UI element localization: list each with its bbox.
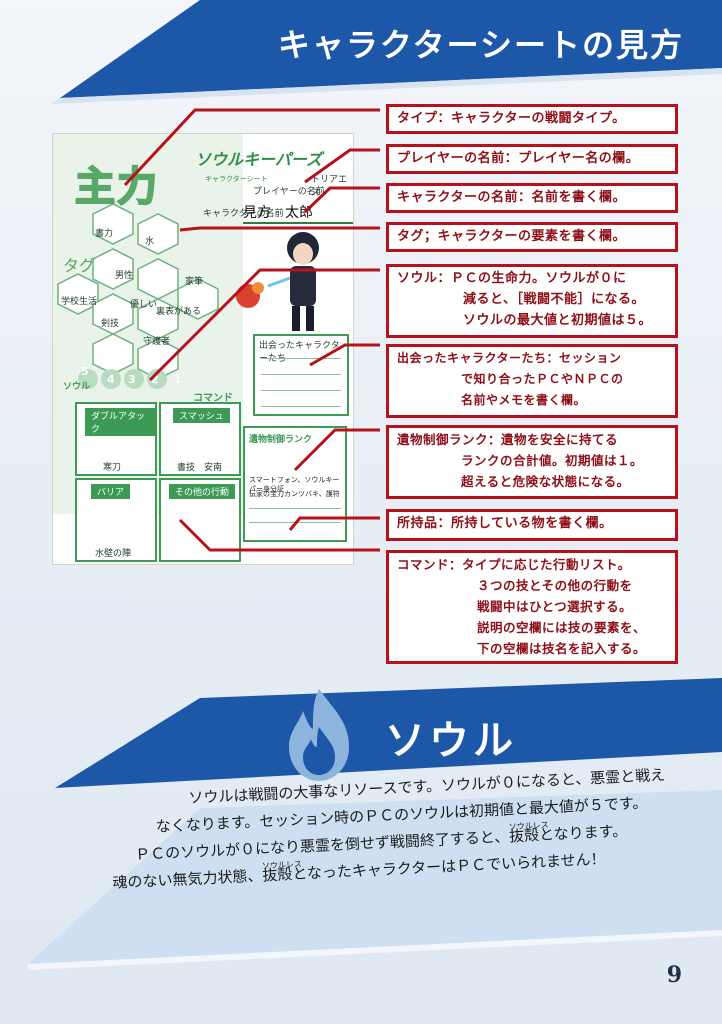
soul-value-4: 4 [107, 373, 115, 386]
soul-label: ソウル [63, 382, 91, 392]
sheet-type-label: 主力 [74, 163, 159, 211]
player-name-label: プレイヤーの名前 [253, 187, 325, 197]
soul-line-4-text: 魂のない無気力状態、 [112, 866, 263, 892]
tag-label: タグ [63, 256, 96, 275]
callout-relic-line-2: ランクの合計値。初期値は１。 [461, 453, 644, 468]
page-number: 9 [666, 962, 682, 988]
callout-encountered-line-3: 名前やメモを書く欄。 [461, 393, 587, 407]
title-banner-shape [50, 0, 722, 104]
tag-6: 剣技 [101, 319, 120, 329]
item-line [249, 508, 341, 509]
callout-soul: ソウル：ＰＣの生命力。ソウルが０に 減ると、［戦闘不能］になる。 ソウルの最大値… [386, 264, 678, 338]
character-sheet-image: 主力 ソウルキーパーズ キャラクターシート プレイヤーの名前 トリアエズ キャラ… [52, 133, 354, 565]
character-name-field: 見方 太郎 [243, 202, 353, 224]
soul-value-5: 5 [81, 365, 89, 378]
skill-box-3: バリア 水壁の陣 [75, 478, 157, 562]
callout-soul-line-2: 減ると、［戦闘不能］になる。 [463, 292, 645, 307]
callout-player-name: プレイヤーの名前：プレイヤー名の欄。 [386, 144, 678, 174]
callout-tag: タグ；キャラクターの要素を書く欄。 [386, 222, 678, 252]
callout-command-line-2: ３つの技とその他の行動を [477, 578, 633, 593]
skill-box-2: スマッシュ 書技 安南 [159, 402, 241, 476]
character-illustration [236, 232, 319, 331]
callout-soul-line-3: ソウルの最大値と初期値は５。 [463, 313, 653, 328]
callout-items: 所持品：所持している物を書く欄。 [386, 509, 678, 541]
soul-banner [0, 670, 722, 800]
callout-soul-line-1: ソウル：ＰＣの生命力。ソウルが０に [397, 271, 627, 286]
soulless-ruby: ソウルレス [508, 820, 549, 832]
soul-value-1: 1 [174, 373, 182, 386]
skill-tag-1: 寒刀 [103, 463, 122, 473]
item-line-1: スマートフォン、ソウルキーパー身分証 [249, 476, 340, 493]
soul-value-3: 3 [128, 373, 136, 386]
encountered-line [261, 406, 341, 407]
soul-section-title: ソウル [385, 718, 517, 764]
callout-encountered: 出会ったキャラクターたち：セッション で知り合ったＰＣやＮＰＣの 名前やメモを書… [386, 344, 678, 418]
soul-line-3-end: となります。 [538, 821, 628, 845]
callout-encountered-line-2: で知り合ったＰＣやＮＰＣの [461, 372, 624, 386]
sheet-logo: ソウルキーパーズ [195, 150, 323, 169]
character-name-label: キャラクターの名前 [203, 209, 284, 219]
tag-1: 書力 [95, 229, 114, 239]
callout-type: タイプ：キャラクターの戦闘タイプ。 [386, 104, 678, 134]
title-banner [0, 0, 722, 110]
tag-9: 家筆 [185, 277, 204, 287]
callout-relic-line-3: 超えると危険な状態になる。 [461, 474, 630, 489]
soul-text-panel [28, 790, 722, 970]
callout-relic: 遺物制御ランク：遺物を安全に持てる ランクの合計値。初期値は１。 超えると危険な… [386, 425, 678, 499]
callout-command-line-4: 説明の空欄には技の要素を、 [477, 620, 647, 635]
page-title: キャラクターシートの見方 [277, 26, 684, 64]
soul-banner-shape [55, 678, 722, 788]
tag-3: 男性 [115, 271, 134, 281]
skill-name-1: ダブルアタック [85, 408, 155, 436]
skill-name-3: バリア [91, 484, 131, 499]
soulless-word: ソウルレス抜殻 [508, 821, 548, 850]
command-label: コマンド [193, 393, 233, 404]
tag-4: 優しい [130, 300, 158, 310]
callout-command-line-1: コマンド：タイプに応じた行動リスト。 [397, 557, 631, 572]
encountered-box: 出会ったキャラクターたち [253, 334, 349, 416]
callout-character-name: キャラクターの名前：名前を書く欄。 [386, 183, 678, 213]
callout-relic-line-1: 遺物制御ランク：遺物を安全に持てる [397, 432, 619, 447]
flame-icon [289, 689, 349, 781]
skill-tag-2: 書技 安南 [177, 463, 223, 473]
skill-name-2: スマッシュ [173, 408, 230, 423]
encountered-line [261, 390, 341, 391]
skill-tag-3: 水壁の陣 [95, 549, 132, 559]
player-name-value: トリアエズ [311, 175, 348, 198]
tag-5: 学校生活 [61, 297, 98, 307]
character-name-value: 見方 太郎 [243, 205, 313, 221]
callout-command: コマンド：タイプに応じた行動リスト。 ３つの技とその他の行動を 戦闘中はひとつ選… [386, 550, 678, 664]
soul-value-2: 2 [151, 373, 159, 386]
soulless-word-2: ソウルレス抜殻 [262, 860, 302, 889]
encountered-line [261, 374, 341, 375]
callout-encountered-line-1: 出会ったキャラクターたち：セッション [397, 351, 622, 365]
encountered-line [261, 358, 341, 359]
skill-box-1: ダブルアタック 寒刀 [75, 402, 157, 476]
other-action-label: その他の行動 [169, 484, 236, 499]
tag-8: 裏表がある [156, 307, 202, 317]
hex-pattern [57, 203, 219, 389]
encountered-label: 出会ったキャラクターたち [259, 341, 340, 364]
relic-label: 遺物制御ランク [249, 435, 313, 445]
soulless-ruby-2: ソウルレス [261, 859, 303, 871]
tag-7: 守護者 [143, 337, 171, 347]
item-line-2: 伝家の宝刀カンツバキ、護符 [249, 490, 340, 498]
callout-command-line-5: 下の空欄は技名を記入する。 [477, 641, 647, 656]
other-action-box: その他の行動 [159, 478, 241, 562]
tag-2: 水 [145, 237, 155, 247]
callout-connectors [123, 108, 380, 552]
sheet-logo-sub: キャラクターシート [205, 175, 268, 183]
callout-command-line-3: 戦闘中はひとつ選択する。 [477, 599, 633, 614]
